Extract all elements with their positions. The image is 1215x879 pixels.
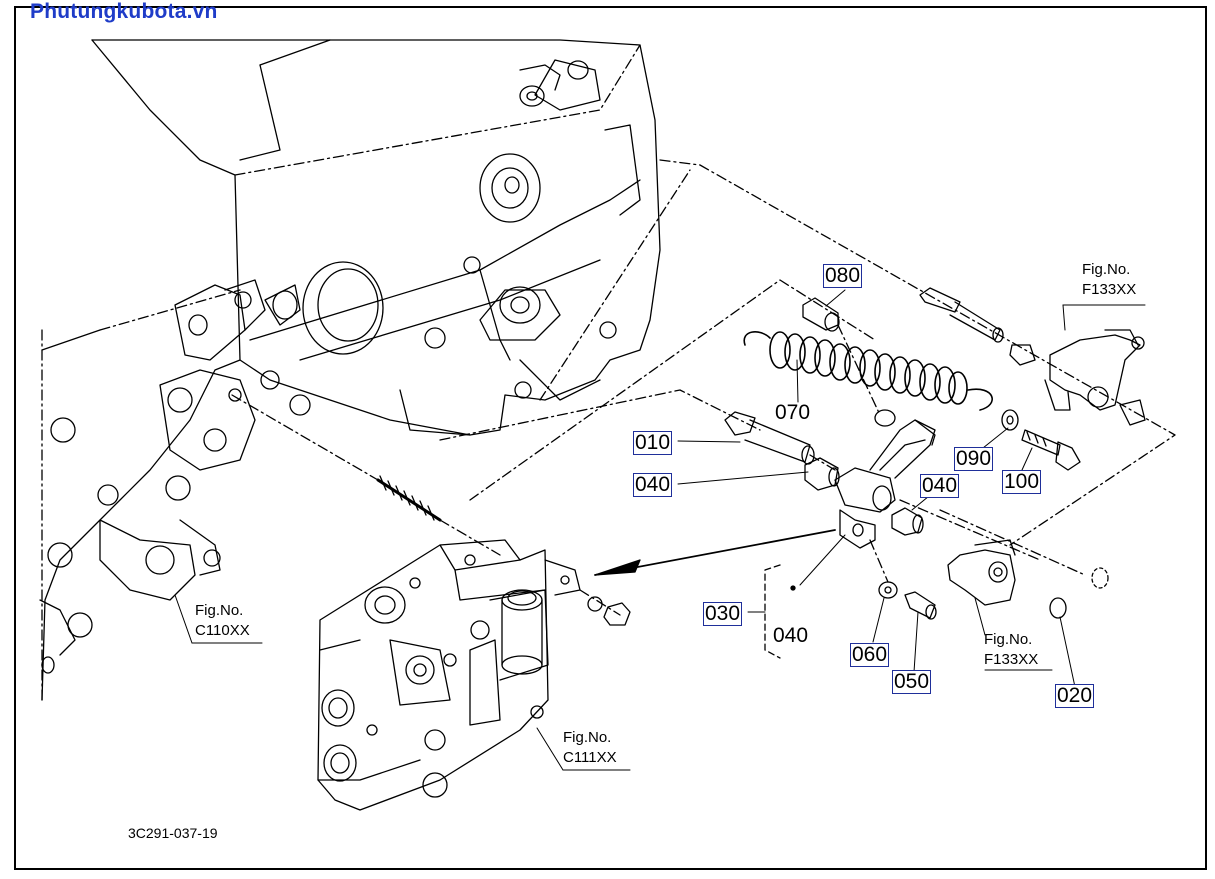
part-100-bolt (1021, 429, 1081, 471)
callout-100: 100 (1002, 470, 1042, 494)
callout-030: 030 (703, 602, 743, 626)
figref-c110-line1: Fig.No. (195, 602, 244, 619)
figref-f133-bottom-line1: Fig.No. (984, 631, 1033, 648)
part-070-spring (743, 331, 993, 411)
part-030-lever (834, 409, 936, 549)
figref-f133-bottom: Fig.No. F133XX (984, 630, 1038, 670)
leader-lines (174, 289, 1146, 771)
transmission-housing (39, 39, 661, 701)
part-020-snap-ring (1049, 567, 1109, 619)
callout-040-right: 040 (920, 474, 960, 498)
figref-c110: Fig.No. C110XX (195, 601, 250, 641)
drawing-frame (14, 6, 1207, 870)
part-050-pin (904, 591, 937, 620)
drawing-number: 3C291-037-19 (128, 825, 218, 841)
stud-bolt (376, 475, 442, 522)
figref-c111: Fig.No. C111XX (563, 728, 617, 768)
callout-090: 090 (954, 447, 994, 471)
figref-f133-top-line2: F133XX (1082, 281, 1137, 298)
figref-c111-line1: Fig.No. (563, 729, 612, 746)
part-090-washer (1001, 409, 1019, 431)
control-valve-assembly (317, 539, 581, 811)
part-060-washer (878, 581, 898, 599)
callout-070: 070 (775, 401, 811, 424)
f133-bracket-top (1044, 329, 1146, 426)
callout-060: 060 (850, 643, 890, 667)
site-watermark: Phutungkubota.vn (30, 0, 218, 23)
figref-c110-line2: C110XX (195, 622, 250, 639)
callout-010: 010 (633, 431, 673, 455)
part-040-sleeves (804, 457, 924, 536)
callout-040-group: 040 (773, 624, 809, 647)
figref-c111-line2: C111XX (563, 749, 617, 766)
figref-f133-top: Fig.No. F133XX (1082, 260, 1136, 300)
f133-bracket-bottom (947, 539, 1016, 606)
figref-f133-bottom-line2: F133XX (984, 651, 1039, 668)
callout-020: 020 (1055, 684, 1095, 708)
callout-050: 050 (892, 670, 932, 694)
figref-f133-top-line1: Fig.No. (1082, 261, 1131, 278)
callout-040-upper: 040 (633, 473, 673, 497)
callout-080: 080 (823, 264, 863, 288)
pin-top-right (919, 287, 1036, 366)
